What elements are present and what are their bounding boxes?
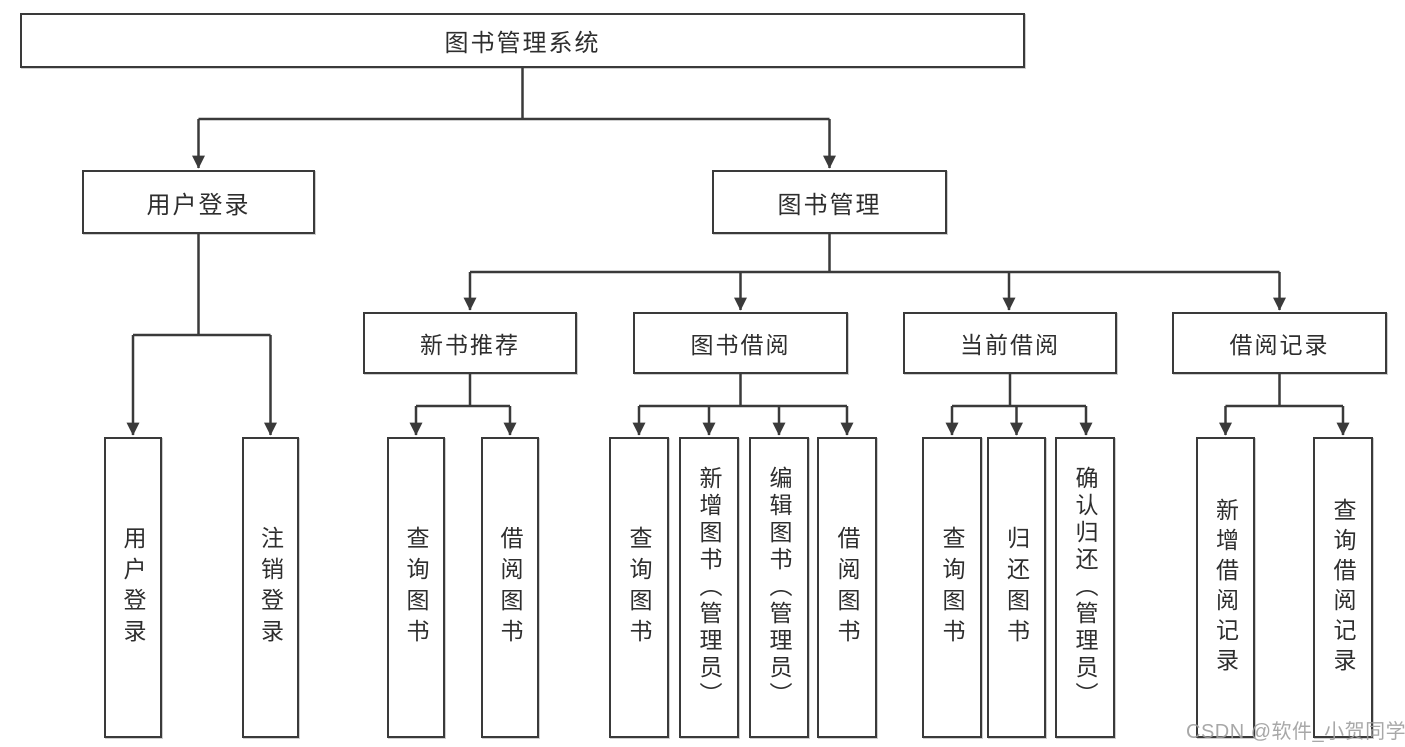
leaf-query-book-borrowing: 查询图书 [609, 437, 669, 738]
leaf-query-book-current: 查询图书 [922, 437, 982, 738]
node-borrowing-records: 借阅记录 [1172, 312, 1387, 374]
node-user-login: 用户登录 [82, 170, 315, 234]
leaf-user-login: 用户登录 [104, 437, 162, 738]
leaf-logout: 注销登录 [242, 437, 299, 738]
leaf-add-borrow-record: 新增借阅记录 [1196, 437, 1255, 738]
leaf-query-borrow-record: 查询借阅记录 [1313, 437, 1373, 738]
leaf-return-book: 归还图书 [987, 437, 1046, 738]
node-book-borrowing: 图书借阅 [633, 312, 848, 374]
leaf-query-book-recommend: 查询图书 [387, 437, 445, 738]
csdn-watermark: CSDN @软件_小贺同学 [1186, 721, 1405, 743]
leaf-borrow-book-borrowing: 借阅图书 [817, 437, 877, 738]
node-library-management-system: 图书管理系统 [20, 13, 1025, 68]
node-current-borrowing: 当前借阅 [903, 312, 1117, 374]
node-book-management: 图书管理 [712, 170, 947, 234]
leaf-edit-book-admin: 编辑图书（管理员） [749, 437, 809, 738]
node-new-book-recommendation: 新书推荐 [363, 312, 577, 374]
leaf-confirm-return-admin: 确认归还（管理员） [1055, 437, 1115, 738]
leaf-borrow-book-recommend: 借阅图书 [481, 437, 539, 738]
leaf-add-book-admin: 新增图书（管理员） [679, 437, 739, 738]
